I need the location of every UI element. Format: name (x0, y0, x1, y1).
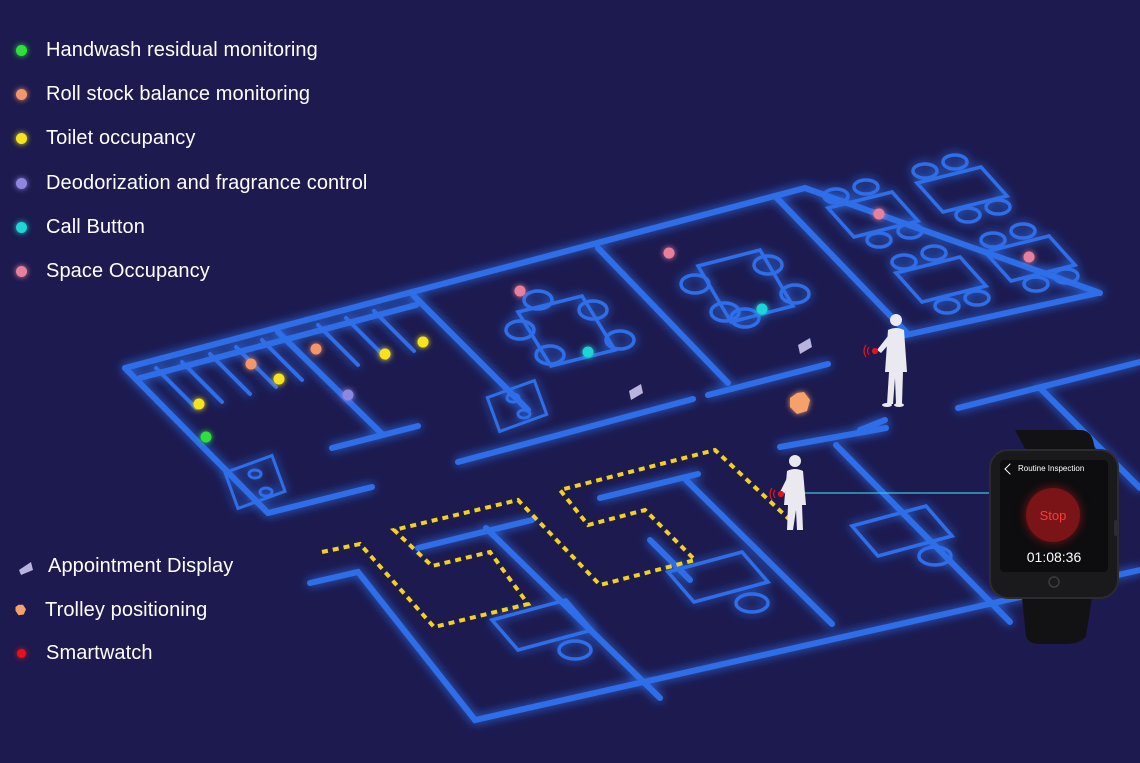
yellow-dot-icon (16, 133, 27, 145)
appointment-display-icon (19, 561, 33, 575)
device-legend: Appointment Display Trolley positioning … (14, 545, 233, 676)
space-occupancy-sensor (514, 285, 526, 297)
space-occupancy-sensor (1023, 251, 1035, 263)
sensor-dots (193, 208, 1035, 443)
toilet-occupancy-sensor (379, 348, 391, 360)
toilet-partitions (154, 309, 416, 410)
green-dot-icon (16, 44, 27, 56)
legend-label: Space Occupancy (46, 260, 210, 283)
call-button-sensor (756, 303, 768, 315)
legend-item-deodorization: Deodorization and fragrance control (14, 161, 367, 205)
legend-label: Smartwatch (46, 642, 153, 665)
upper-building-walls (122, 184, 1140, 516)
legend-label: Trolley positioning (45, 598, 208, 621)
lower-desks (488, 504, 956, 661)
roll-stock-sensor (310, 343, 322, 355)
smartwatch-dot-icon (17, 649, 26, 659)
toilet-occupancy-sensor (273, 373, 285, 385)
space-occupancy-sensor (663, 247, 675, 259)
legend-label: Roll stock balance monitoring (46, 82, 311, 105)
inspection-timer: 01:08:36 (1026, 549, 1082, 565)
deodorization-sensor (342, 389, 354, 401)
person-icon (780, 455, 806, 530)
legend-label: Handwash residual monitoring (46, 38, 318, 61)
appointment-displays (629, 338, 812, 400)
sinks (223, 378, 549, 511)
pink-dot-icon (16, 266, 27, 278)
appointment-display-icon (629, 384, 643, 400)
legend-item-toilet-occupancy: Toilet occupancy (14, 117, 367, 161)
smartwatch-signal-icon (863, 344, 879, 358)
sensor-legend: Handwash residual monitoring Roll stock … (14, 28, 367, 294)
meeting-tables (504, 153, 1080, 369)
legend-item-trolley: Trolley positioning (14, 589, 233, 633)
legend-label: Appointment Display (48, 555, 234, 578)
legend-item-handwash: Handwash residual monitoring (14, 28, 367, 72)
call-button-sensor (582, 346, 594, 358)
legend-label: Call Button (46, 215, 145, 238)
handwash-sensor (200, 431, 212, 443)
watch-header[interactable]: Routine Inspection (1004, 462, 1085, 475)
legend-item-roll-stock: Roll stock balance monitoring (14, 72, 367, 116)
patrol-paths (321, 447, 792, 630)
roll-stock-sensor (245, 358, 257, 370)
legend-label: Deodorization and fragrance control (46, 171, 368, 194)
legend-item-call-button: Call Button (14, 205, 367, 249)
person-icon (877, 314, 907, 407)
orange-dot-icon (16, 88, 27, 100)
legend-item-space-occupancy: Space Occupancy (14, 249, 367, 293)
smartwatch-signal-icon (769, 487, 785, 501)
space-occupancy-sensor (873, 208, 885, 220)
trolley-icon (15, 605, 26, 616)
watch-screen: Routine Inspection Stop 01:08:36 (1000, 460, 1108, 572)
cyan-dot-icon (16, 221, 27, 233)
trolley-icon (790, 392, 810, 414)
legend-item-smartwatch: Smartwatch (14, 632, 233, 676)
toilet-occupancy-sensor (417, 336, 429, 348)
purple-dot-icon (16, 177, 27, 189)
legend-label: Toilet occupancy (46, 127, 196, 150)
toilet-occupancy-sensor (193, 398, 205, 410)
watch-title: Routine Inspection (1018, 464, 1085, 473)
stop-button[interactable]: Stop (1026, 488, 1080, 542)
back-icon[interactable] (1004, 462, 1016, 475)
appointment-display-icon (798, 338, 812, 354)
legend-item-appointment-display: Appointment Display (14, 545, 233, 589)
